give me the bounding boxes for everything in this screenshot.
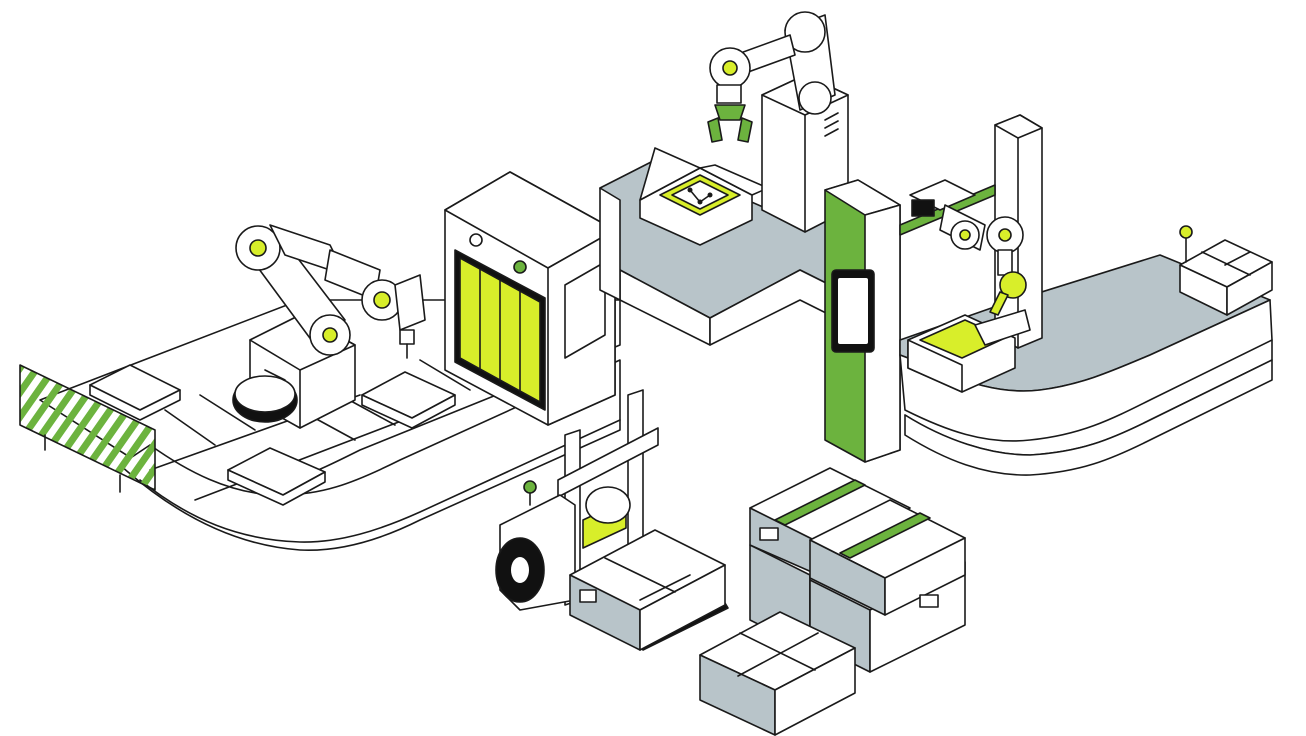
striped-barrier-icon [19, 364, 156, 493]
robot-arm-icon [232, 224, 426, 429]
tray [89, 364, 181, 421]
cardboard-box-icon [699, 611, 856, 736]
forklift-icon [495, 389, 729, 651]
open-box-lime-icon [907, 309, 1031, 393]
pick-and-place-robot-icon [939, 204, 1027, 316]
tray [227, 447, 326, 506]
scanner-gate-icon [444, 171, 616, 426]
tray [361, 371, 456, 429]
green-kiosk-screen-icon [824, 179, 901, 463]
cardboard-box-icon [1179, 225, 1273, 316]
open-box-icon [639, 147, 769, 246]
